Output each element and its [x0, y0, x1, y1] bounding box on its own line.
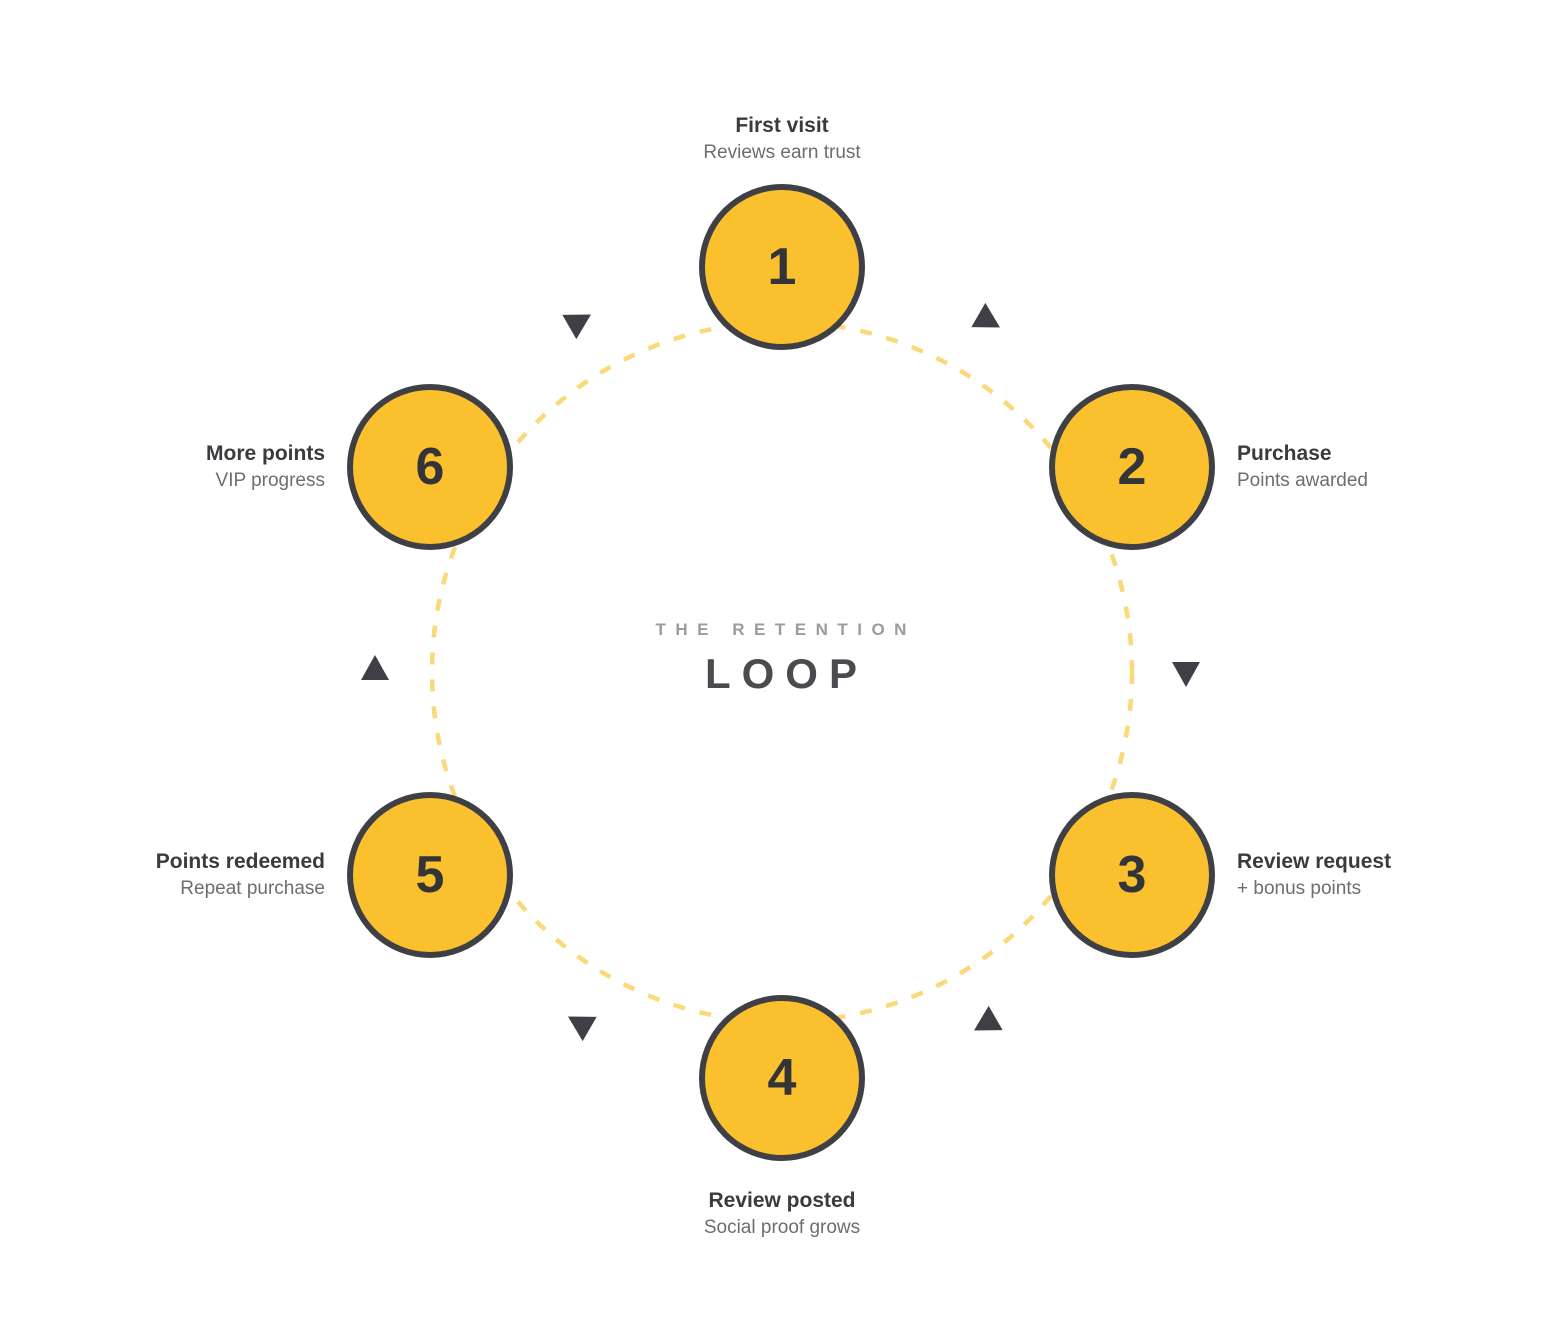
arrowhead-1-to-2 [971, 302, 1000, 328]
node-circle-2[interactable]: 2 [1049, 384, 1215, 550]
node-subtitle-1: Reviews earn trust [703, 142, 861, 164]
node-label-5: Points redeemed Repeat purchase [5, 848, 325, 902]
arrowhead-2-to-3 [1172, 662, 1200, 687]
node-subtitle-6: VIP progress [215, 470, 325, 492]
node-circle-1[interactable]: 1 [699, 184, 865, 350]
node-label-6: More points VIP progress [5, 440, 325, 494]
node-title-6: More points [206, 442, 325, 465]
node-label-4: Review posted Social proof grows [582, 1187, 982, 1241]
node-number-3: 3 [1117, 846, 1147, 904]
arrowhead-3-to-4 [974, 1005, 1003, 1031]
node-title-2: Purchase [1237, 442, 1332, 465]
node-number-1: 1 [767, 238, 797, 296]
node-subtitle-2: Points awarded [1237, 470, 1368, 492]
node-number-5: 5 [415, 846, 445, 904]
node-subtitle-3: + bonus points [1237, 878, 1362, 900]
node-title-1: First visit [735, 114, 829, 137]
node-label-3: Review request + bonus points [1237, 848, 1557, 902]
dashed-loop-ring [429, 319, 1135, 1025]
node-number-4: 4 [767, 1049, 797, 1107]
arrowhead-5-to-6 [361, 655, 389, 680]
node-title-3: Review request [1237, 850, 1392, 873]
node-subtitle-5: Repeat purchase [180, 878, 325, 900]
node-subtitle-4: Social proof grows [703, 1217, 861, 1239]
node-title-4: Review posted [708, 1189, 856, 1212]
node-number-2: 2 [1117, 438, 1147, 496]
arrowhead-6-to-1 [562, 314, 591, 340]
node-number-6: 6 [415, 438, 445, 496]
arrowhead-4-to-5 [568, 1016, 597, 1042]
node-circle-5[interactable]: 5 [347, 792, 513, 958]
node-label-1: First visit Reviews earn trust [582, 112, 982, 166]
node-title-5: Points redeemed [155, 850, 325, 873]
node-label-2: Purchase Points awarded [1237, 440, 1557, 494]
node-circle-3[interactable]: 3 [1049, 792, 1215, 958]
node-circle-6[interactable]: 6 [347, 384, 513, 550]
node-circle-4[interactable]: 4 [699, 995, 865, 1161]
